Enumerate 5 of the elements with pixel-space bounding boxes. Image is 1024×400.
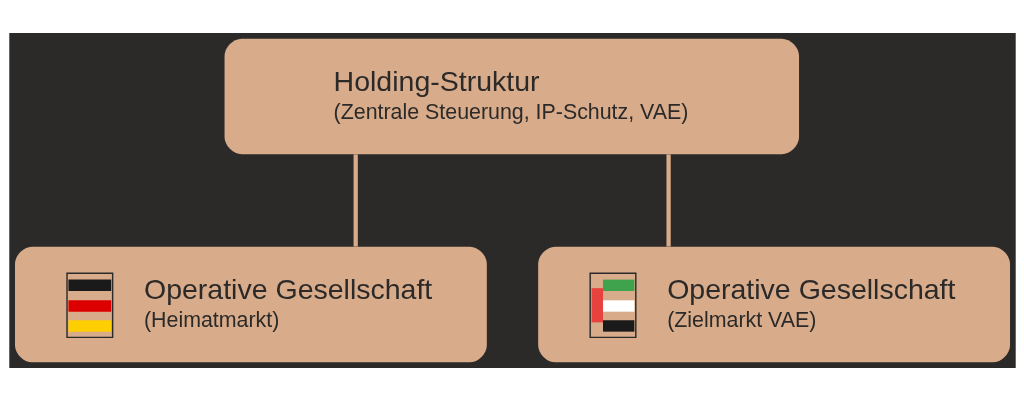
node-box: Holding-Struktur (Zentrale Steuerung, IP-Schutz, VAE) <box>224 38 799 154</box>
connector <box>665 153 671 247</box>
node-box: Operative Gesellschaft (Zielmarkt VAE) <box>537 246 1010 362</box>
node-box: Operative Gesellschaft (Heimatmarkt) <box>14 246 487 362</box>
connector <box>353 153 358 247</box>
